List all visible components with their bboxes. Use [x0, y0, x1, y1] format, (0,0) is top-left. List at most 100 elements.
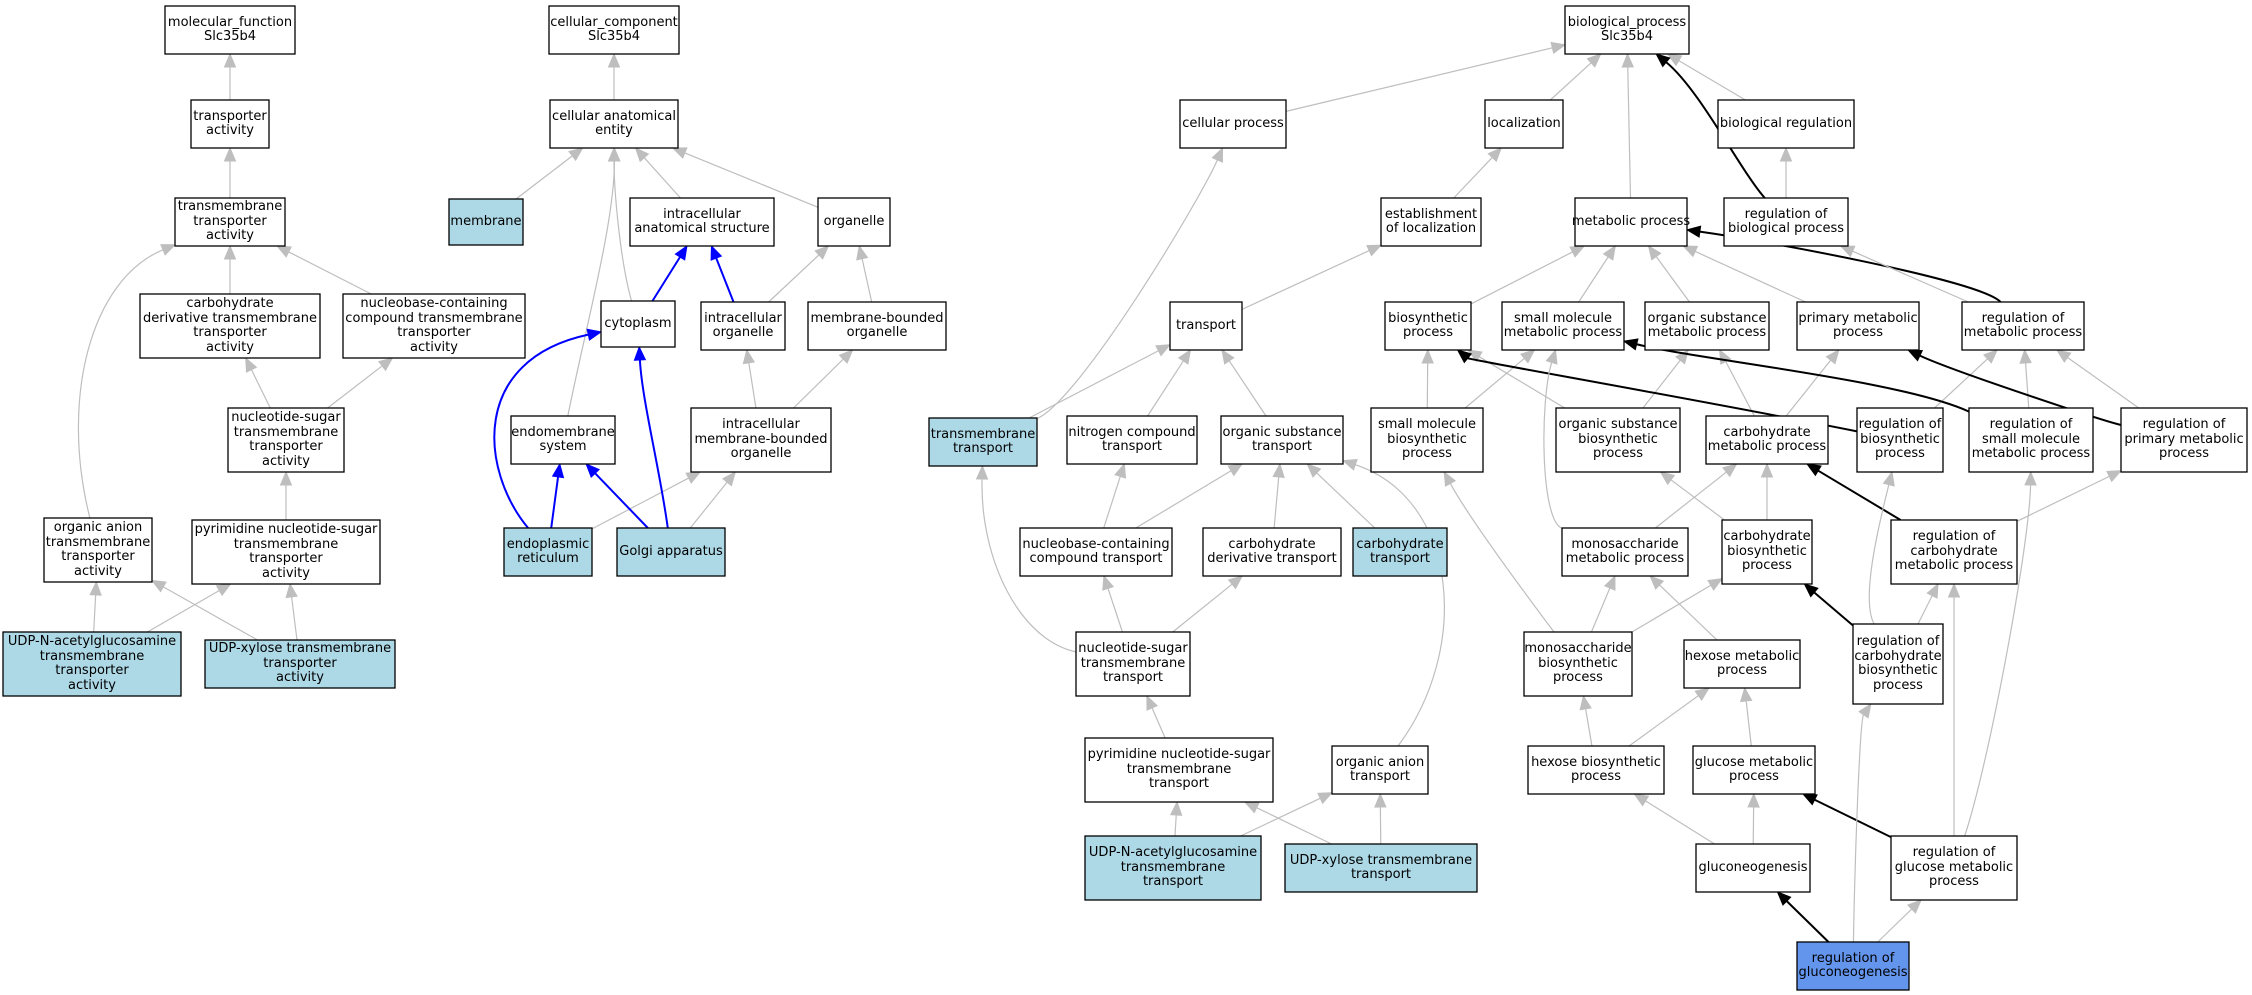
node-box-org-subst-transport[interactable] — [1220, 415, 1344, 465]
edge-is-a-udp_glcnac_tm_transport-to-org_anion_transport — [1240, 797, 1321, 837]
node-box-membrane-bounded-organelle[interactable] — [807, 301, 947, 351]
arrowhead-intracell_organelle-to-organelle — [814, 245, 830, 260]
edge-is-a-carb_deriv_transport-to-org_subst_transport — [1273, 476, 1280, 529]
node-box-udp-xylose-tm-transporter[interactable] — [204, 639, 396, 689]
edge-is-a-membrane_bounded_organelle-to-organelle — [861, 258, 873, 303]
node-box-tm-transport[interactable] — [928, 417, 1038, 467]
node-box-nucleobase-tm-transporter[interactable] — [342, 293, 526, 359]
node-box-endomembrane-system[interactable] — [510, 415, 616, 465]
arrowhead-metabolic_process-to-bp_root — [1621, 52, 1635, 68]
node-box-nuc-sugar-tm-transporter[interactable] — [227, 407, 345, 473]
node-box-cytoplasm[interactable] — [600, 300, 676, 348]
node-box-cell-anat-entity[interactable] — [549, 99, 679, 149]
node-box-glucose-metabolic[interactable] — [1692, 745, 1816, 795]
node-box-carb-biosynthetic[interactable] — [1721, 519, 1813, 585]
node-box-mf-root[interactable] — [164, 5, 296, 55]
node-box-reg-metabolic[interactable] — [1961, 301, 2085, 351]
arrowhead-intracell_anat_struct-to-cell_anat_entity — [634, 147, 650, 163]
node-box-nuc-sugar-tm-transport[interactable] — [1075, 631, 1191, 697]
node-box-reg-biosynthetic[interactable] — [1856, 407, 1944, 473]
edge-is-a-monosacch_biosynthetic-to-carb_biosynthetic — [1631, 584, 1712, 633]
node-box-establishment-localization[interactable] — [1380, 197, 1482, 247]
arrowhead-reg_small_mol_metabolic-to-reg_metabolic — [2019, 348, 2032, 364]
edge-is-a-er-to-intracell_mb_organelle — [591, 477, 689, 530]
arrowhead-nucleobase_compound_transport-to-org_subst_transport — [1227, 463, 1244, 477]
arrowhead-monosacch_biosynthetic-to-carb_biosynthetic — [1707, 578, 1724, 591]
node-box-carb-deriv-tm-transporter[interactable] — [139, 293, 321, 359]
node-box-reg-carb-metabolic[interactable] — [1890, 519, 2018, 585]
node-box-gluconeogenesis[interactable] — [1695, 843, 1811, 893]
arrowhead-reg_biological_process-to-bp_root — [1655, 53, 1671, 68]
node-box-metabolic-process[interactable] — [1574, 197, 1688, 247]
edge-is-a-org_subst_biosynthetic-to-org_subst_metabolic — [1642, 359, 1681, 409]
node-box-tm-transporter-activity[interactable] — [174, 197, 286, 247]
node-box-intracell-anat-struct[interactable] — [629, 197, 775, 247]
node-box-nitrogen-compound-transport[interactable] — [1066, 415, 1198, 465]
edge-is-a-gluconeogenesis-to-hexose_biosynthetic — [1645, 800, 1715, 845]
node-box-nucleobase-compound-transport[interactable] — [1019, 527, 1173, 577]
edge-is-a-localization-to-bp_root — [1549, 62, 1592, 101]
node-box-reg-small-mol-metabolic[interactable] — [1968, 407, 2094, 473]
node-box-carb-deriv-transport[interactable] — [1202, 527, 1342, 577]
node-box-primary-metabolic[interactable] — [1796, 301, 1920, 351]
node-box-biological-regulation[interactable] — [1717, 99, 1855, 149]
arrowhead-membrane_bounded_organelle-to-organelle — [856, 244, 869, 261]
node-box-hexose-biosynthetic[interactable] — [1527, 745, 1665, 795]
node-box-intracell-mb-organelle[interactable] — [690, 407, 832, 473]
node-box-org-subst-metabolic[interactable] — [1644, 301, 1770, 351]
node-box-carb-transport[interactable] — [1352, 527, 1448, 577]
node-box-small-mol-metabolic[interactable] — [1501, 301, 1625, 351]
node-box-org-subst-biosynthetic[interactable] — [1555, 407, 1681, 473]
edge-is-a-organelle-to-cell_anat_entity — [684, 152, 819, 208]
edge-part-of-golgi-to-cytoplasm — [638, 359, 669, 529]
arrowhead-reg_biosynthetic-to-biosynthetic_process — [1456, 349, 1473, 364]
node-box-udp-glcnac-tm-transport[interactable] — [1084, 835, 1262, 901]
node-box-monosacch-biosynthetic[interactable] — [1523, 631, 1633, 697]
node-box-reg-primary-metabolic[interactable] — [2120, 407, 2248, 473]
node-box-udp-glcnac-tm-transporter[interactable] — [2, 631, 182, 697]
node-box-reg-carb-biosynthetic[interactable] — [1852, 623, 1944, 705]
node-box-reg-gluconeogenesis[interactable] — [1796, 941, 1910, 991]
arrowhead-udp_xylose_tm_transport-to-pyr_nuc_sugar_tm_transport — [1243, 801, 1260, 814]
node-box-pyr-nuc-sugar-tm-transport[interactable] — [1084, 737, 1274, 803]
arrowhead-tm_transport-to-cellular_process — [1211, 146, 1224, 163]
edge-is-a-udp_xylose_tm_transport-to-pyr_nuc_sugar_tm_transport — [1256, 807, 1332, 845]
node-box-udp-xylose-tm-transport[interactable] — [1284, 843, 1478, 893]
node-box-monosacch-metabolic[interactable] — [1561, 527, 1689, 577]
node-box-organelle[interactable] — [817, 197, 891, 247]
node-box-org-anion-tm-transporter[interactable] — [43, 517, 153, 583]
arrowhead-carb_metabolic-to-primary_metabolic — [1825, 348, 1840, 365]
node-box-cc-root[interactable] — [548, 5, 680, 55]
node-box-localization[interactable] — [1484, 99, 1564, 149]
edge-is-a-reg_gluconeogenesis-to-reg_glucose_metabolic — [1877, 908, 1913, 943]
node-box-biosynthetic-process[interactable] — [1384, 301, 1472, 351]
node-box-reg-biological-process[interactable] — [1723, 197, 1849, 247]
arrowhead-carb_deriv_transport-to-org_subst_transport — [1272, 462, 1285, 479]
edge-regulates-reg_carb_biosynthetic-to-carb_biosynthetic — [1813, 591, 1854, 627]
node-box-membrane[interactable] — [448, 198, 524, 246]
node-box-pyr-nuc-sugar-tm-transporter[interactable] — [191, 519, 381, 585]
node-box-intracell-organelle[interactable] — [700, 301, 786, 351]
node-box-transporter-activity[interactable] — [190, 99, 270, 149]
arrowhead-intracell_mb_organelle-to-intracell_organelle — [742, 348, 756, 365]
arrowhead-reg_primary_metabolic-to-primary_metabolic — [1907, 349, 1924, 362]
edge-is-a-monosacch_biosynthetic-to-monosacch_metabolic — [1590, 587, 1611, 633]
node-box-hexose-metabolic[interactable] — [1683, 639, 1801, 689]
node-box-small-mol-biosynthetic[interactable] — [1370, 407, 1484, 473]
node-box-cellular-process[interactable] — [1179, 99, 1287, 149]
node-box-org-anion-transport[interactable] — [1331, 745, 1429, 795]
arrowhead-org_anion_transport-to-org_subst_transport — [1341, 458, 1358, 471]
edge-part-of-er-to-cytoplasm — [493, 333, 589, 529]
edge-is-a-glucose_metabolic-to-hexose_metabolic — [1745, 700, 1752, 747]
arrowhead-cell_anat_entity-to-cc_root — [607, 52, 621, 68]
node-box-carb-metabolic[interactable] — [1705, 415, 1829, 465]
node-box-reg-glucose-metabolic[interactable] — [1890, 835, 2018, 901]
node-box-transport[interactable] — [1169, 301, 1243, 351]
edge-is-a-org_subst_transport-to-transport — [1228, 360, 1267, 417]
edge-is-a-carb_metabolic-to-org_subst_metabolic — [1725, 361, 1755, 417]
node-box-er[interactable] — [503, 527, 593, 577]
arrowhead-udp_glcnac_tm_transport-to-org_anion_transport — [1317, 792, 1334, 805]
node-box-golgi[interactable] — [616, 527, 726, 577]
node-box-bp-root[interactable] — [1564, 5, 1690, 55]
edge-is-a-org_anion_tm_transporter-to-tm_transporter_activity — [77, 249, 164, 519]
